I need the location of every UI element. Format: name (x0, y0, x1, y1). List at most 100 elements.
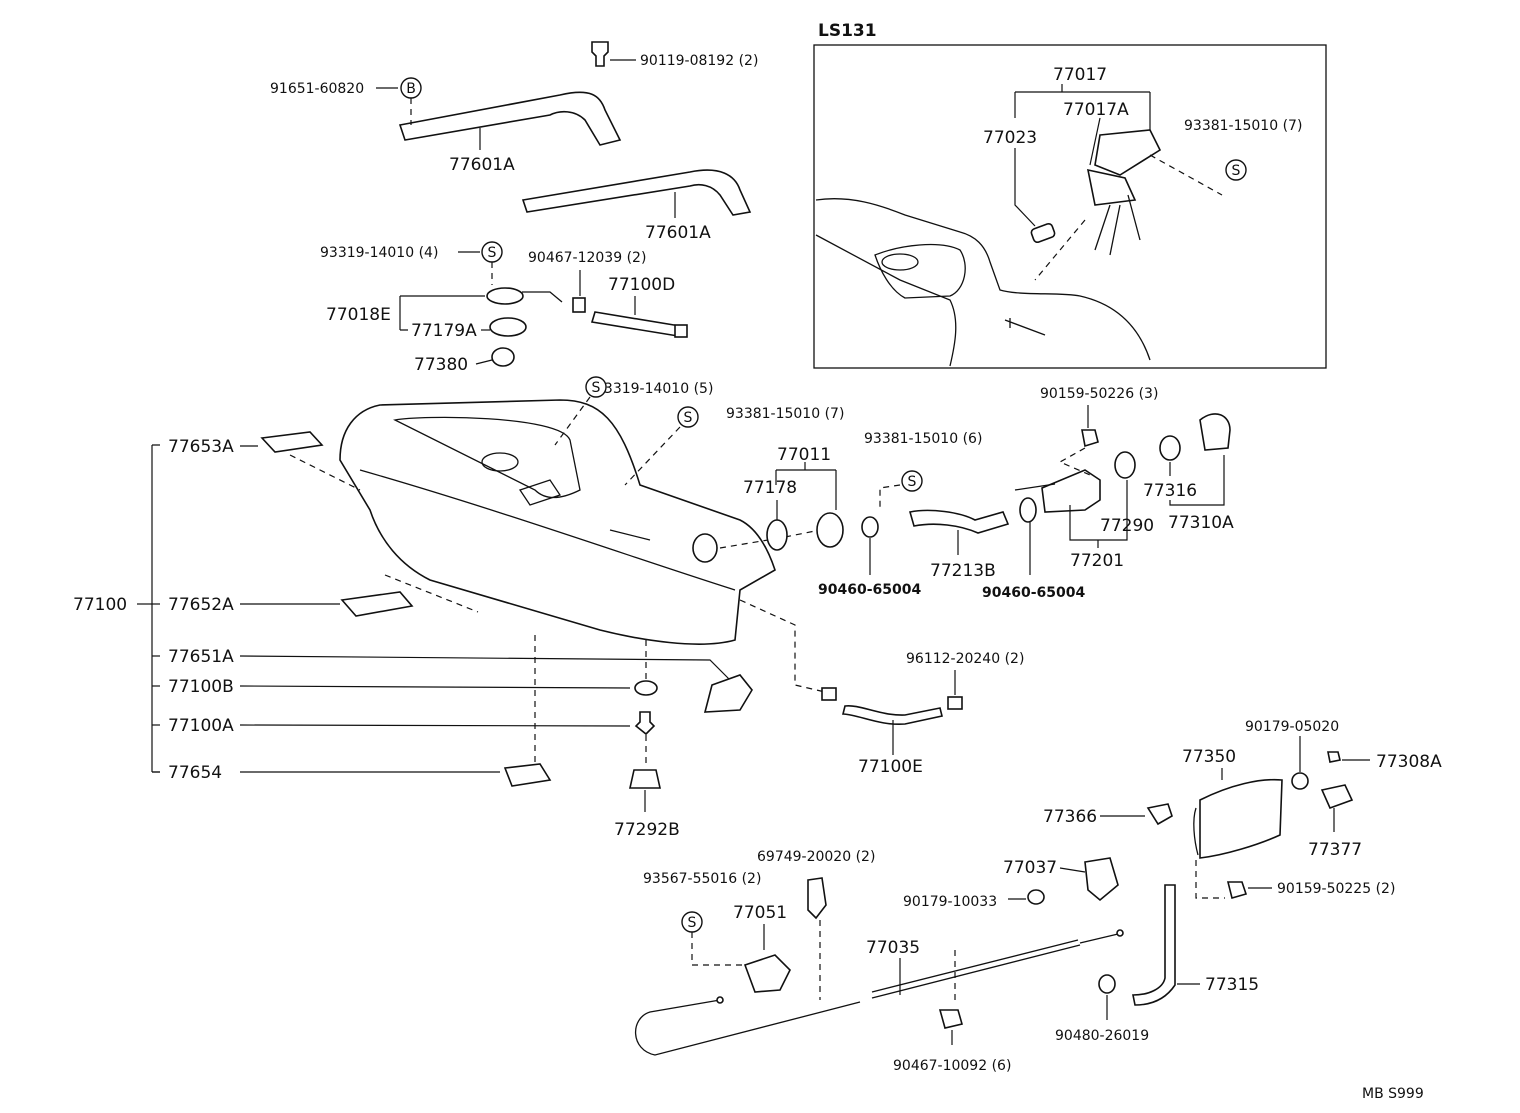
sender-group: 93319-14010 (4) S 77018E 77179A 77380 90… (320, 241, 688, 375)
filler-pipe-77201 (1041, 469, 1101, 513)
drain-hose-77315 (1132, 884, 1176, 1006)
gasket-77290 (1114, 451, 1136, 479)
label-77011: 77011 (777, 445, 831, 465)
tank-seam (359, 469, 736, 591)
band-bolt-icon (591, 41, 609, 67)
inset-pipe (1004, 318, 1046, 336)
dash-s-tank-2 (624, 426, 681, 486)
bracket-77201 (1069, 505, 1128, 548)
hose-clip-2-icon (674, 324, 688, 338)
label-77201: 77201 (1070, 551, 1124, 571)
label-77601A-1: 77601A (449, 155, 515, 175)
label-69749-20020: 69749-20020 (2) (757, 849, 875, 865)
bracket-77018E (399, 295, 485, 331)
dash-s-filler (879, 484, 901, 510)
hose-clip-icon (572, 297, 586, 313)
dash-77652A (384, 574, 479, 613)
bracket-77011 (775, 462, 837, 510)
label-93319-14010-4: 93319-14010 (4) (320, 245, 438, 261)
leader-77037 (1059, 867, 1086, 873)
label-90467-12039: 90467-12039 (2) (528, 250, 646, 266)
label-77601A-2: 77601A (645, 223, 711, 243)
dash-breather (739, 599, 826, 693)
label-77100: 77100 (73, 595, 127, 615)
symbol-s-tank-1 (585, 376, 607, 398)
clip-69749-20020 (807, 877, 827, 920)
leader-77380 (475, 359, 493, 365)
symbol-s-inset-letter: S (1232, 163, 1241, 179)
label-90460-65004-2: 90460-65004 (982, 585, 1085, 601)
dash-s-tank-1 (554, 396, 591, 446)
tank-protector-77651A (703, 674, 753, 713)
gasket-77178 (766, 519, 788, 551)
label-77651A: 77651A (168, 647, 234, 667)
tank-pad-77654 (503, 763, 552, 787)
opener-lever-77051 (743, 954, 791, 993)
leader-77017A (1089, 117, 1101, 166)
symbol-s-tank-2 (677, 406, 699, 428)
dash-77653A (289, 454, 361, 491)
opener-lock-77037 (1084, 857, 1119, 902)
tank-pad (518, 479, 562, 506)
label-77380: 77380 (414, 355, 468, 375)
leader-77100B (239, 685, 631, 689)
symbol-s-tank-2-letter: S (684, 410, 693, 426)
label-77654: 77654 (168, 763, 222, 783)
label-90159-50226: 90159-50226 (3) (1040, 386, 1158, 402)
label-93381-15010-6: 93381-15010 (6) (864, 431, 982, 447)
tank-pad-77652A (340, 591, 414, 617)
label-93319-14010-5: 93319-14010 (5) (595, 381, 713, 397)
label-90119-08192: 90119-08192 (2) (640, 53, 758, 69)
tank-top-panel (393, 416, 581, 499)
grommet-90480 (1098, 974, 1116, 994)
bolt-90159-50225 (1226, 881, 1248, 899)
label-90467-10092: 90467-10092 (6) (893, 1058, 1011, 1074)
hose-clip-96112-2 (947, 696, 963, 710)
filler-hose-77213B (908, 509, 1010, 534)
tank-sender-opening (481, 452, 519, 472)
inset-tank-recess (874, 243, 966, 299)
label-90179-05020: 90179-05020 (1245, 719, 1339, 735)
cushion-77308A (1327, 751, 1341, 763)
symbol-s-filler-letter: S (908, 474, 917, 490)
sender-gasket (489, 317, 527, 337)
label-77100D: 77100D (608, 275, 675, 295)
label-77308A: 77308A (1376, 752, 1442, 772)
symbol-s-opener-letter: S (688, 915, 697, 931)
label-77653A: 77653A (168, 437, 234, 457)
fuel-lid-77350 (1199, 778, 1283, 859)
fuel-pump-pipes (1094, 194, 1141, 256)
hose-clip-96112-1 (821, 687, 837, 701)
cable-end (1079, 933, 1119, 944)
fuel-sender-gauge (486, 287, 524, 305)
tank-plug (491, 347, 515, 367)
filler-neck-opening (692, 533, 718, 563)
fuel-tank: 93319-14010 (5) S 93381-15010 (7) S (339, 376, 844, 645)
nut-90179-10033 (1027, 889, 1045, 905)
filler-breather-pipe (1014, 483, 1056, 491)
label-77290: 77290 (1100, 516, 1154, 536)
inset-frame (813, 44, 1327, 369)
symbol-s-inset (1225, 159, 1247, 181)
symbol-s-filler (901, 470, 923, 492)
inset-code-label: LS131 (818, 21, 877, 41)
label-77100E: 77100E (858, 757, 923, 777)
cable-clamp-90467-10092 (938, 1009, 963, 1029)
dash-93381-inset (1149, 154, 1223, 196)
label-77100B: 77100B (168, 677, 234, 697)
label-91651-60820: 91651-60820 (270, 81, 364, 97)
label-77017: 77017 (1053, 65, 1107, 85)
cable-end-knob (1116, 929, 1124, 937)
tank-pad-77653A (260, 431, 324, 453)
label-77035: 77035 (866, 938, 920, 958)
clip-77366 (1146, 803, 1173, 826)
hose-clamp-90460-2 (1019, 497, 1037, 523)
breather-hose-group: 96112-20240 (2) 77100E (739, 599, 1024, 777)
label-77377: 77377 (1308, 840, 1362, 860)
label-93567-55016: 93567-55016 (2) (643, 871, 761, 887)
label-96112-20240: 96112-20240 (2) (906, 651, 1024, 667)
breather-hose-77100E (841, 705, 943, 726)
cushion-77292B (629, 769, 661, 789)
footer-code: MB S999 (1362, 1086, 1424, 1102)
